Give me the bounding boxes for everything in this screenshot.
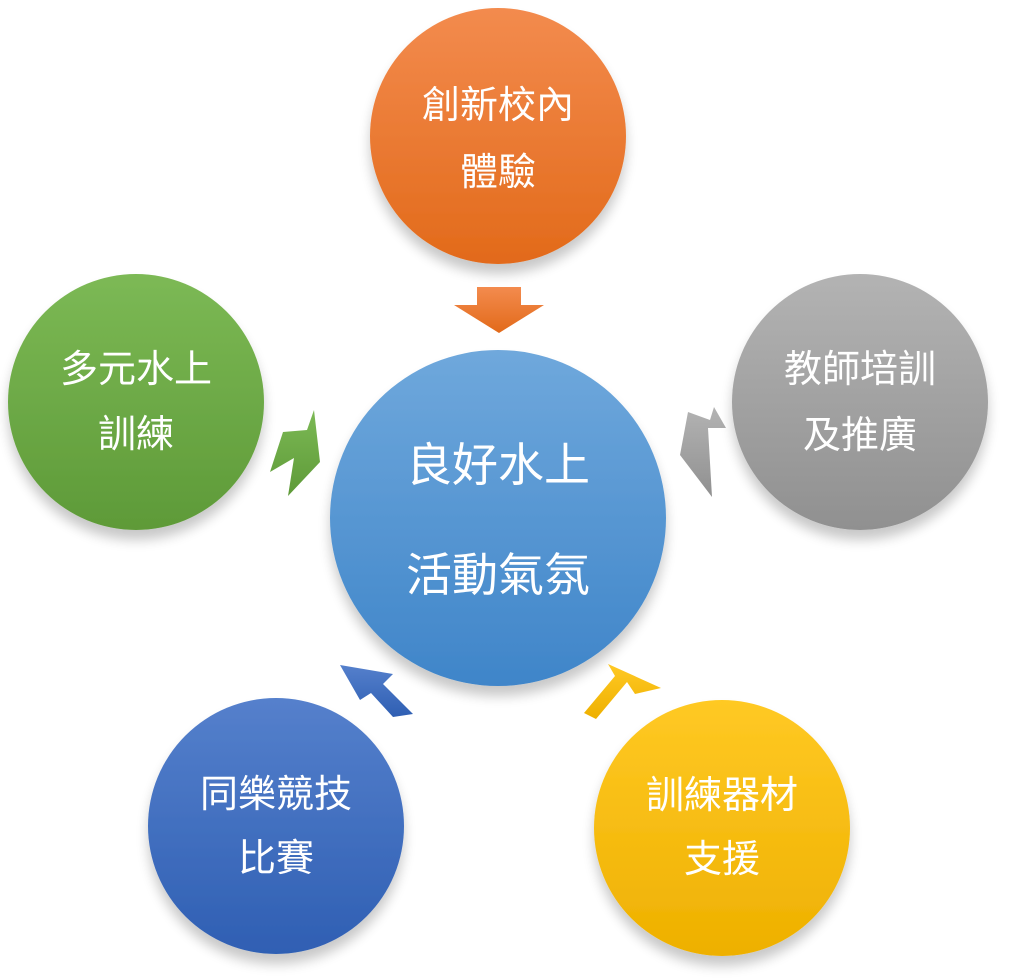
center-circle [330, 350, 666, 686]
node-top [370, 8, 626, 264]
node-bottom-left-circle [148, 698, 404, 954]
arrow-top-to-center [454, 287, 544, 333]
node-bottom-right [594, 700, 850, 956]
node-left-label-line1: 多元水上 [60, 347, 212, 391]
node-bottom-left-label-line2: 比賽 [238, 836, 314, 880]
node-bottom-right-label-line2: 支援 [684, 837, 760, 881]
node-right [732, 274, 988, 530]
node-right-label-line2: 及推廣 [803, 413, 917, 457]
node-left [8, 274, 264, 530]
node-bottom-left-label-line1: 同樂競技 [200, 772, 352, 816]
node-right-label-line1: 教師培訓 [784, 347, 936, 391]
arrow-right-to-center [680, 407, 726, 497]
arrow-bottom-left-to-center [340, 665, 413, 717]
node-bottom-right-label-line1: 訓練器材 [646, 773, 798, 817]
arrow-left-to-center [270, 410, 320, 496]
node-left-circle [8, 274, 264, 530]
arrow-bottom-right-to-center [584, 664, 661, 719]
node-bottom-right-circle [594, 700, 850, 956]
node-bottom-left [148, 698, 404, 954]
node-right-circle [732, 274, 988, 530]
center-node [330, 350, 666, 686]
node-left-label-line2: 訓練 [98, 412, 174, 456]
center-label-line1: 良好水上 [406, 438, 590, 492]
node-top-label-line1: 創新校內 [422, 83, 574, 127]
node-top-label-line2: 體驗 [460, 150, 536, 194]
center-label-line2: 活動氣氛 [406, 548, 590, 602]
node-top-circle [370, 8, 626, 264]
